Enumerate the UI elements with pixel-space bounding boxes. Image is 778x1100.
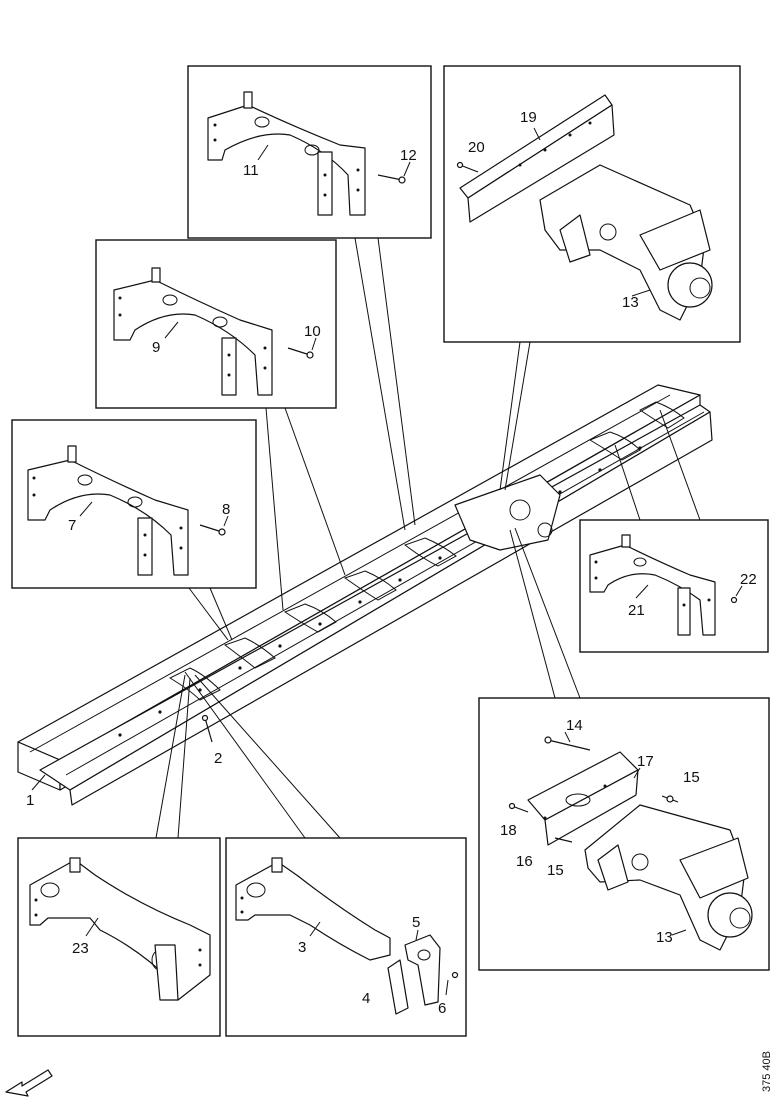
callout-16: 16 (516, 853, 533, 870)
detail-box-cross-member-21 (579, 519, 769, 653)
callout-13-bottom: 13 (656, 929, 673, 946)
callout-2: 2 (214, 750, 222, 767)
callout-11: 11 (243, 162, 259, 179)
bolt-2 (201, 714, 213, 743)
bolt-10 (287, 347, 314, 359)
callout-21: 21 (628, 602, 645, 619)
frame-suspension-cluster (454, 474, 561, 551)
detail-box-rear-suspension-bottom (478, 697, 770, 971)
callout-10: 10 (304, 323, 321, 340)
callout-15-right: 15 (683, 769, 700, 786)
detail-box-rear-suspension-top (443, 65, 741, 343)
callout-18: 18 (500, 822, 517, 839)
chassis-frame (17, 384, 713, 806)
callout-7: 7 (68, 517, 76, 534)
callout-8: 8 (222, 501, 230, 518)
callout-22: 22 (740, 571, 757, 588)
callout-9: 9 (152, 339, 160, 356)
direction-arrow-icon (5, 1069, 53, 1097)
detail-box-front-cross-member-23 (17, 837, 221, 1037)
bolt-8 (199, 524, 226, 536)
callout-5: 5 (412, 914, 420, 931)
callout-4: 4 (362, 990, 370, 1007)
drawing-reference-code: 375 40B (761, 1051, 773, 1092)
detail-box-front-cross-member-3 (225, 837, 467, 1037)
detail-box-cross-member-7 (11, 419, 257, 589)
callout-15-left: 15 (547, 862, 564, 879)
callout-1: 1 (26, 792, 34, 809)
detail-leader-lines (31, 237, 701, 839)
callout-13-top: 13 (622, 294, 639, 311)
callout-19: 19 (520, 109, 537, 126)
callout-12: 12 (400, 147, 417, 164)
callout-17: 17 (637, 753, 654, 770)
frame-rivet-holes (118, 446, 642, 737)
callout-3: 3 (298, 939, 306, 956)
detail-box-cross-member-11 (187, 65, 432, 239)
bolt-22 (730, 596, 738, 604)
callout-14: 14 (566, 717, 583, 734)
callout-23: 23 (72, 940, 89, 957)
frame-cross-members (168, 401, 685, 701)
callout-labels: 1 2 3 4 5 6 7 8 9 10 11 12 13 13 14 15 1… (26, 109, 757, 1017)
detail-box-cross-member-9 (95, 239, 337, 409)
callout-6: 6 (438, 1000, 446, 1017)
bolt-12 (377, 174, 406, 184)
callout-20: 20 (468, 139, 485, 156)
